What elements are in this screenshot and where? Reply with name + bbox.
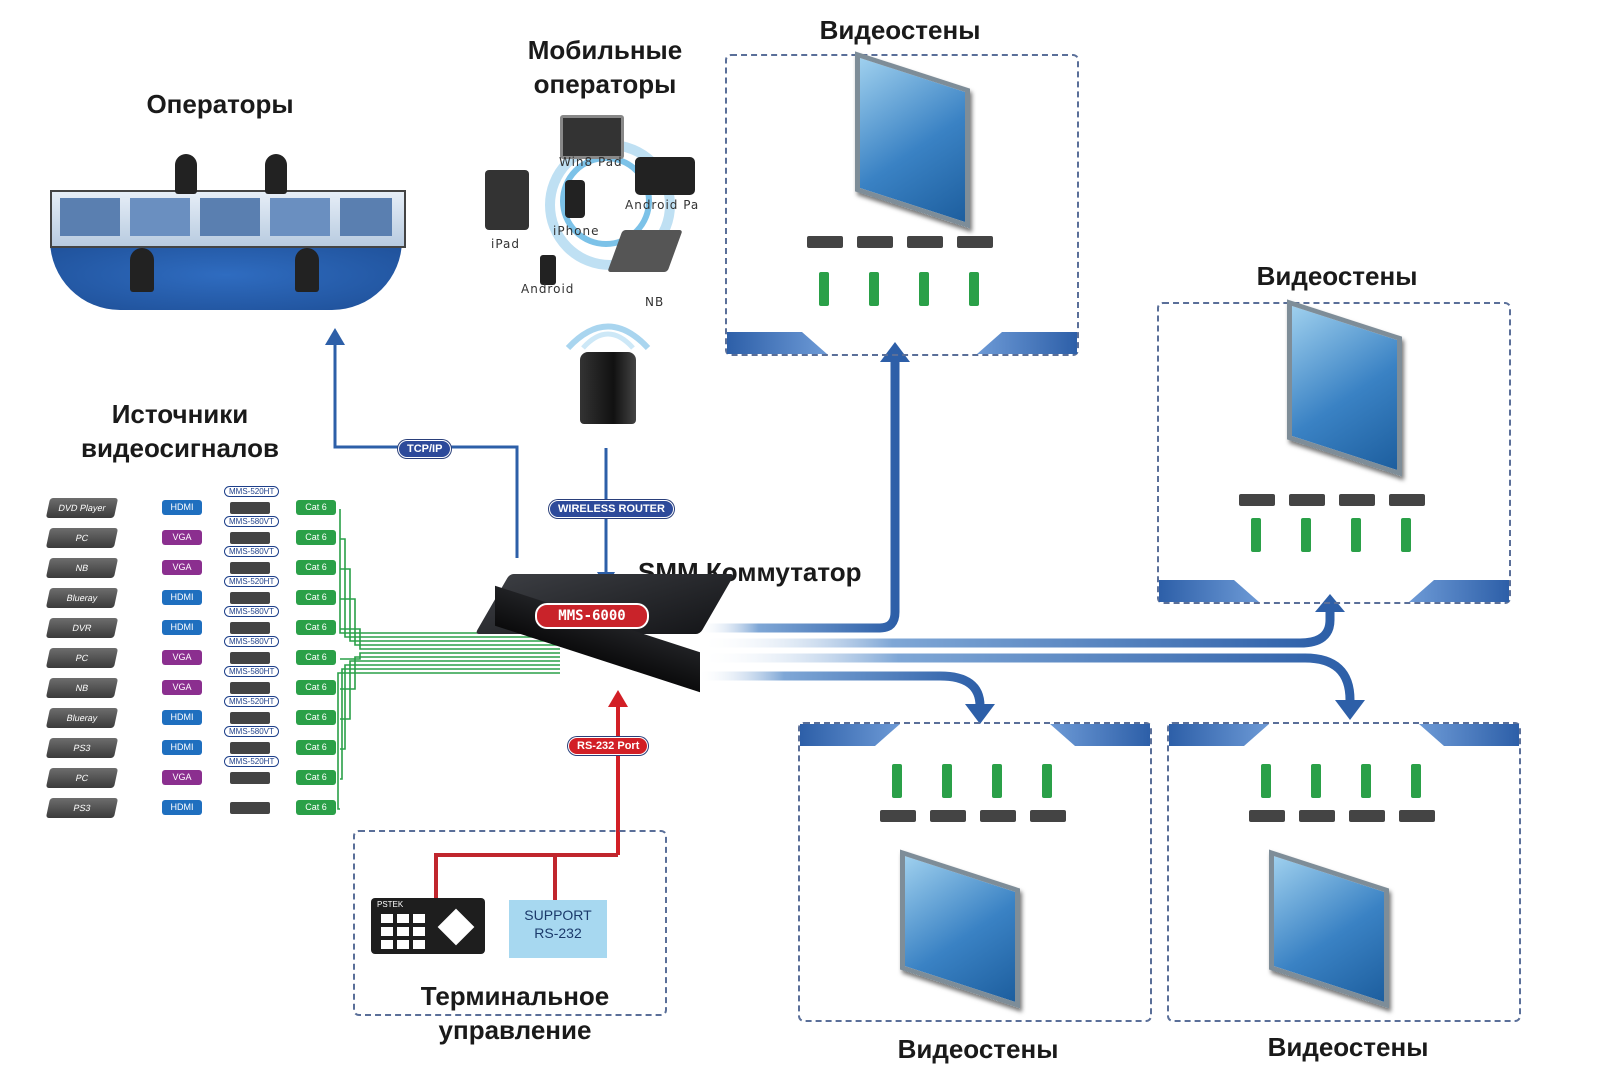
videowall-screen (1287, 299, 1402, 477)
operator-figure-icon (295, 248, 319, 292)
cat6-row (1261, 764, 1461, 798)
extender-box (230, 592, 270, 604)
mobile-devices: Win8 Pad Android Pa iPad iPhone Android … (485, 110, 715, 320)
operator-figure-icon (130, 248, 154, 292)
videowall-screen (900, 849, 1020, 1009)
cat6-row (1251, 518, 1451, 552)
source-device: PC (45, 648, 119, 668)
cat6-bundle (337, 509, 560, 810)
android-pad-label: Android Pa (625, 198, 700, 212)
nb-label: NB (645, 295, 665, 309)
videowall-right-frame (1157, 299, 1511, 604)
tablet-icon (485, 170, 529, 230)
extender-box (230, 802, 270, 814)
terminal-title: Терминальное управление (420, 981, 610, 1045)
wifi-waves-icon (565, 323, 651, 350)
extender-box (230, 772, 270, 784)
extender-box (230, 532, 270, 544)
videowall-screen (1269, 849, 1389, 1009)
operator-figure-icon (175, 154, 197, 194)
keypad-controller: PSTEK (371, 898, 485, 954)
flow-bottom-right-wall (705, 653, 1355, 701)
tcpip-badge: TCP/IP (398, 440, 452, 458)
cat6-row (819, 272, 1019, 306)
extender-box (230, 502, 270, 514)
smartphone-icon (540, 255, 556, 285)
source-device: PC (45, 528, 119, 548)
wireless-router (580, 352, 636, 424)
smm-switch: MMS-6000 (475, 574, 735, 693)
wireless-router-badge: WIRELESS ROUTER (549, 500, 674, 518)
extender-box (230, 742, 270, 754)
videowall-bottom-left-frame (798, 722, 1152, 1022)
extender-box (230, 712, 270, 724)
videowalls-bottom-left-title: Видеостены (897, 1034, 1059, 1064)
win8-pad-label: Win8 Pad (559, 155, 623, 169)
ipad-label: iPad (491, 237, 521, 251)
support-rs232-box: SUPPORT RS-232 (509, 900, 607, 958)
source-device: DVD Player (45, 498, 119, 518)
source-device: Blueray (45, 708, 119, 728)
receiver-row (807, 236, 1007, 248)
operators-arrow (325, 328, 345, 345)
mobile-operators-title: Мобильные операторы (527, 35, 683, 99)
extender-box (230, 682, 270, 694)
tablet-icon (560, 115, 624, 159)
source-device: PC (45, 768, 119, 788)
rs232-port-badge: RS-232 Port (568, 737, 649, 755)
videowall-screen (855, 51, 970, 229)
extender-box (230, 562, 270, 574)
operators-title: Операторы (146, 89, 294, 119)
iphone-label: iPhone (553, 224, 600, 238)
tablet-icon (635, 157, 695, 195)
videowall-top-frame (725, 51, 1079, 356)
receiver-row (880, 810, 1080, 822)
dpad-icon (437, 908, 475, 946)
keypad-brand-label: PSTEK (377, 900, 404, 909)
flow-bottom-left-wall (700, 671, 985, 707)
cat6-row (892, 764, 1092, 798)
videowalls-bottom-right-title: Видеостены (1267, 1032, 1429, 1062)
smartphone-icon (565, 180, 585, 218)
videowall-bottom-right-frame (1167, 722, 1521, 1022)
terminal-control-frame: PSTEK SUPPORT RS-232 (353, 830, 667, 1016)
videowalls-right-title: Видеостены (1256, 261, 1418, 291)
flow-top-wall (700, 360, 900, 633)
operator-figure-icon (265, 154, 287, 194)
sources-title: Источники видеосигналов (81, 399, 279, 463)
source-device: Bluеray (45, 588, 119, 608)
source-device: NB (45, 678, 119, 698)
android-label: Android (521, 282, 575, 296)
receiver-row (1249, 810, 1449, 822)
source-device: DVR (45, 618, 119, 638)
extender-box (230, 622, 270, 634)
source-device: PS3 (45, 798, 119, 818)
source-device: PS3 (45, 738, 119, 758)
operators-room (50, 140, 406, 310)
switch-model-label: MMS-6000 (535, 603, 649, 629)
extender-box (230, 652, 270, 664)
receiver-row (1239, 494, 1439, 506)
source-device: NB (45, 558, 119, 578)
rs232-arrow (608, 690, 628, 707)
flow-right-wall (705, 612, 1335, 648)
videowalls-top-title: Видеостены (819, 15, 981, 45)
